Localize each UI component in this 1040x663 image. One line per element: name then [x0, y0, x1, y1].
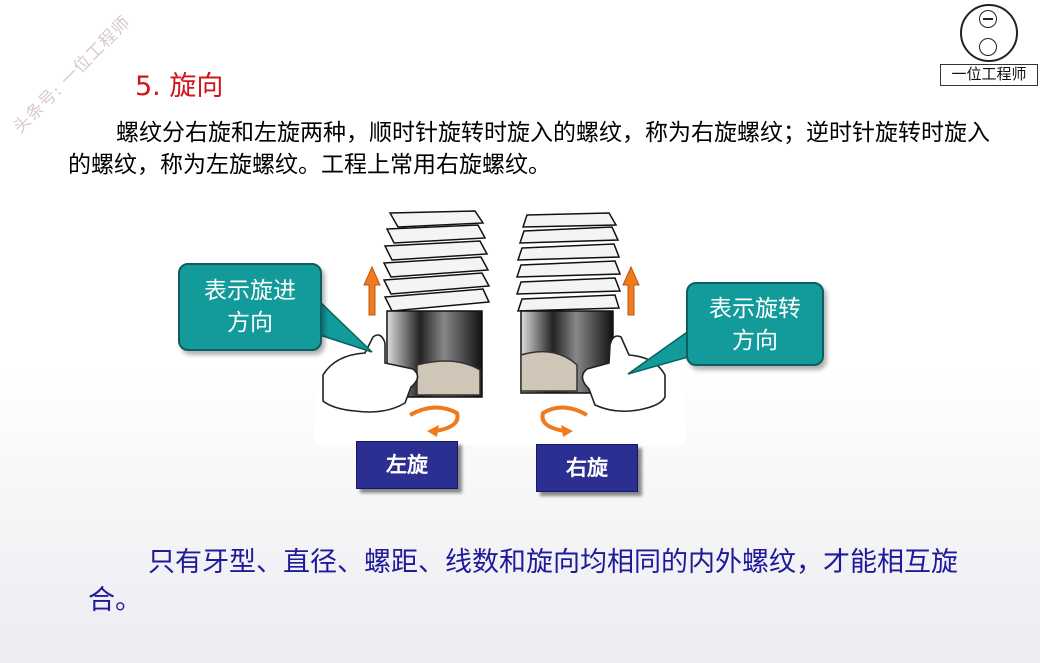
screw-illustration: [322, 210, 666, 437]
logo-label: 一位工程师: [940, 64, 1038, 86]
left-up-arrow: [363, 265, 381, 316]
left-rotation-arrow: [409, 405, 460, 433]
callout-left-line2: 方向: [227, 310, 273, 336]
right-up-arrow: [622, 265, 640, 316]
callout-advance-direction: 表示旋进 方向: [178, 263, 322, 351]
thread-figure: [315, 205, 685, 445]
left-hand: [322, 334, 419, 413]
callout-right-line2: 方向: [732, 328, 778, 354]
callout-left-line1: 表示旋进: [204, 278, 296, 304]
callout-right-line1: 表示旋转: [709, 296, 801, 322]
right-hand: [581, 335, 666, 413]
intro-paragraph: 螺纹分右旋和左旋两种，顺时针旋转时旋入的螺纹，称为右旋螺纹；逆时针旋转时旋入的螺…: [68, 120, 990, 178]
callout-rotation-direction: 表示旋转 方向: [686, 282, 824, 366]
conclusion-paragraph: 只有牙型、直径、螺距、线数和旋向均相同的内外螺纹，才能相互旋合。: [88, 547, 958, 616]
right-screw: [515, 212, 622, 394]
label-left-hand-thread: 左旋: [356, 441, 458, 489]
label-right-hand-thread: 右旋: [536, 444, 638, 492]
seal-icon: [960, 4, 1018, 62]
logo: 一位工程师: [940, 4, 1038, 86]
section-title: 5. 旋向: [135, 71, 224, 102]
right-rotation-arrow: [540, 405, 589, 433]
